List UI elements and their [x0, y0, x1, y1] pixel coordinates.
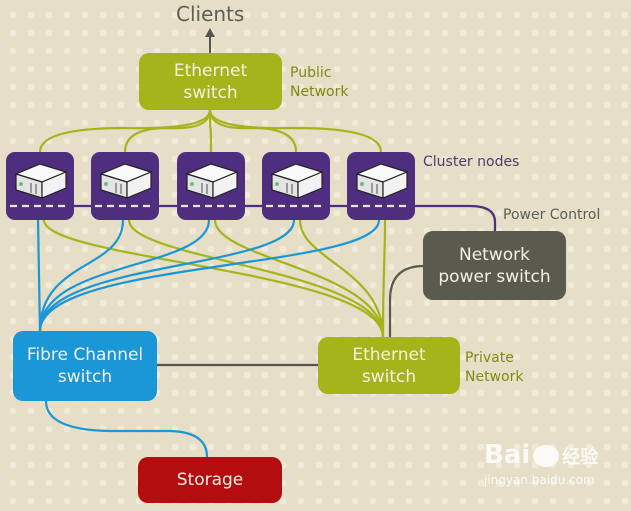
private-network-line2: Network — [465, 369, 524, 385]
public-network-label: Public Network — [290, 64, 348, 102]
power-switch-line2: power switch — [438, 266, 551, 287]
baidu-watermark: Bai 经验 jingyan.baidu.com — [484, 440, 598, 487]
paw-icon — [533, 444, 560, 467]
fibre-link — [38, 219, 296, 332]
public-link — [123, 109, 212, 153]
public-link — [38, 109, 212, 153]
public-network-line2: Network — [290, 84, 349, 100]
public-switch-line2: switch — [183, 82, 238, 103]
public-link — [208, 109, 213, 153]
private-link — [127, 219, 385, 338]
cluster-node[interactable] — [6, 152, 74, 220]
power-to-private-line — [388, 264, 425, 338]
server-icon — [95, 163, 155, 208]
public-network-line1: Public — [290, 65, 332, 81]
watermark-suffix: 经验 — [562, 447, 599, 468]
cluster-node[interactable] — [347, 152, 415, 220]
clients-arrow-head — [205, 28, 215, 37]
private-network-line1: Private — [465, 350, 514, 366]
server-icon — [10, 163, 70, 208]
public-link — [208, 109, 383, 153]
fibre-switch-line2: switch — [57, 367, 113, 387]
power-control-label: Power Control — [503, 207, 601, 223]
cluster-node[interactable] — [91, 152, 159, 220]
fibre-switch-line1: Fibre Channel — [26, 345, 144, 365]
fibre-channel-switch[interactable]: Fibre Channel switch — [13, 331, 157, 401]
watermark-brand: Bai — [484, 440, 531, 470]
private-switch-line2: switch — [361, 366, 417, 387]
server-icon — [181, 163, 241, 208]
power-control-line — [40, 204, 497, 232]
public-switch-line1: Ethernet — [173, 60, 248, 81]
private-link — [298, 219, 385, 338]
private-link — [213, 219, 385, 338]
network-power-switch[interactable]: Network power switch — [423, 231, 566, 300]
private-link — [381, 219, 387, 338]
public-link — [208, 109, 298, 153]
power-switch-line1: Network — [459, 244, 530, 265]
fibre-link — [36, 219, 42, 332]
cluster-node[interactable] — [177, 152, 245, 220]
server-icon — [351, 163, 411, 208]
private-switch-line1: Ethernet — [352, 344, 426, 365]
storage[interactable]: Storage — [138, 457, 282, 503]
fibre-link — [38, 219, 381, 332]
watermark-url: jingyan.baidu.com — [484, 473, 595, 487]
public-ethernet-switch[interactable]: Ethernet switch — [139, 53, 282, 110]
clients-label: Clients — [176, 2, 245, 26]
cluster-node[interactable] — [262, 152, 330, 220]
fibre-storage-link — [44, 400, 209, 458]
fibre-link — [38, 219, 211, 332]
private-ethernet-switch[interactable]: Ethernet switch — [318, 337, 460, 394]
server-icon — [266, 163, 326, 208]
storage-label: Storage — [176, 470, 244, 490]
private-link — [42, 219, 385, 338]
cluster-nodes-label: Cluster nodes — [423, 154, 520, 170]
fibre-link — [38, 219, 125, 332]
private-network-label: Private Network — [465, 349, 523, 387]
